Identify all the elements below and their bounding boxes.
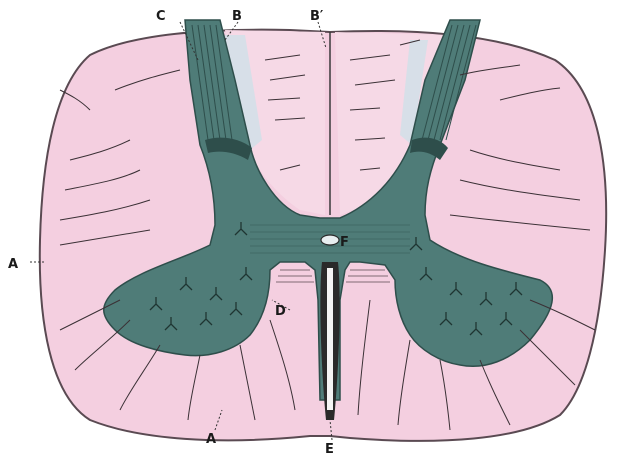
label-a-bottom: A <box>206 432 216 447</box>
label-b: B <box>232 9 242 24</box>
label-d: D <box>275 304 286 319</box>
anterior-median-fissure-inner <box>327 268 333 410</box>
label-f: F <box>340 235 349 250</box>
label-b-prime: B′ <box>310 9 324 24</box>
label-a-left: A <box>8 257 18 272</box>
central-canal <box>321 235 339 245</box>
label-e: E <box>325 442 334 457</box>
label-c: C <box>156 9 166 24</box>
